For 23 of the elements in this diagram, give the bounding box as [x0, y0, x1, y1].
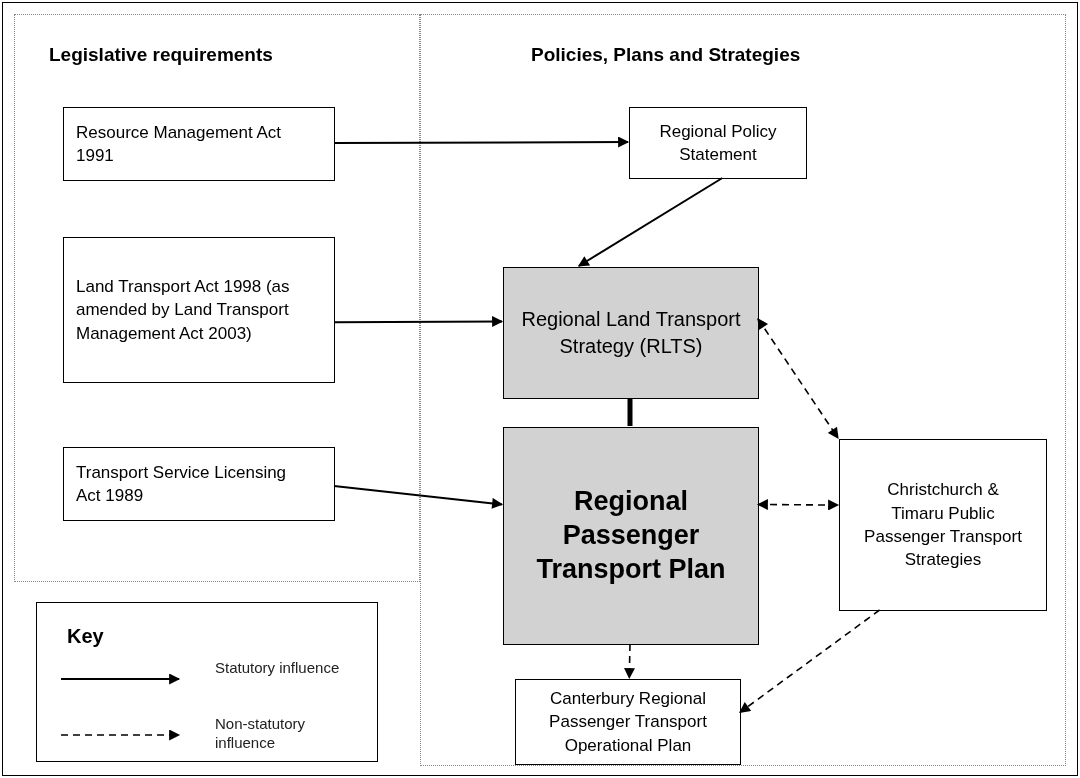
- arrow: [333, 136, 630, 148]
- document-box: Christchurch & Timaru Public Passenger Transport Strategies: [839, 439, 1047, 611]
- section-panel: [420, 14, 1066, 766]
- section-panel: [14, 14, 420, 582]
- arrow: [757, 317, 839, 439]
- section-heading: Policies, Plans and Strategies: [531, 43, 801, 67]
- plan-box: Regional Land Transport Strategy (RLTS): [503, 267, 759, 399]
- section-heading: Legislative requirements: [49, 43, 273, 67]
- legend-label: Non-statutory influence: [215, 715, 307, 753]
- document-box: Canterbury Regional Passenger Transport Operational Plan: [515, 679, 741, 765]
- arrow: [624, 643, 635, 680]
- arrow: [333, 484, 504, 509]
- document-box: Transport Service Licensing Act 1989: [63, 447, 335, 521]
- document-box: Land Transport Act 1998 (as amended by Land Transport Management Act 2003): [63, 237, 335, 383]
- arrow: [333, 316, 504, 327]
- arrow: [756, 499, 840, 511]
- arrow: [739, 609, 881, 714]
- document-box: Resource Management Act 1991: [63, 107, 335, 181]
- arrow: [577, 177, 724, 267]
- key-heading: Key: [67, 624, 104, 649]
- plan-box: Regional Passenger Transport Plan: [503, 427, 759, 645]
- legend-label: Statutory influence: [215, 659, 341, 678]
- document-box: Regional Policy Statement: [629, 107, 807, 179]
